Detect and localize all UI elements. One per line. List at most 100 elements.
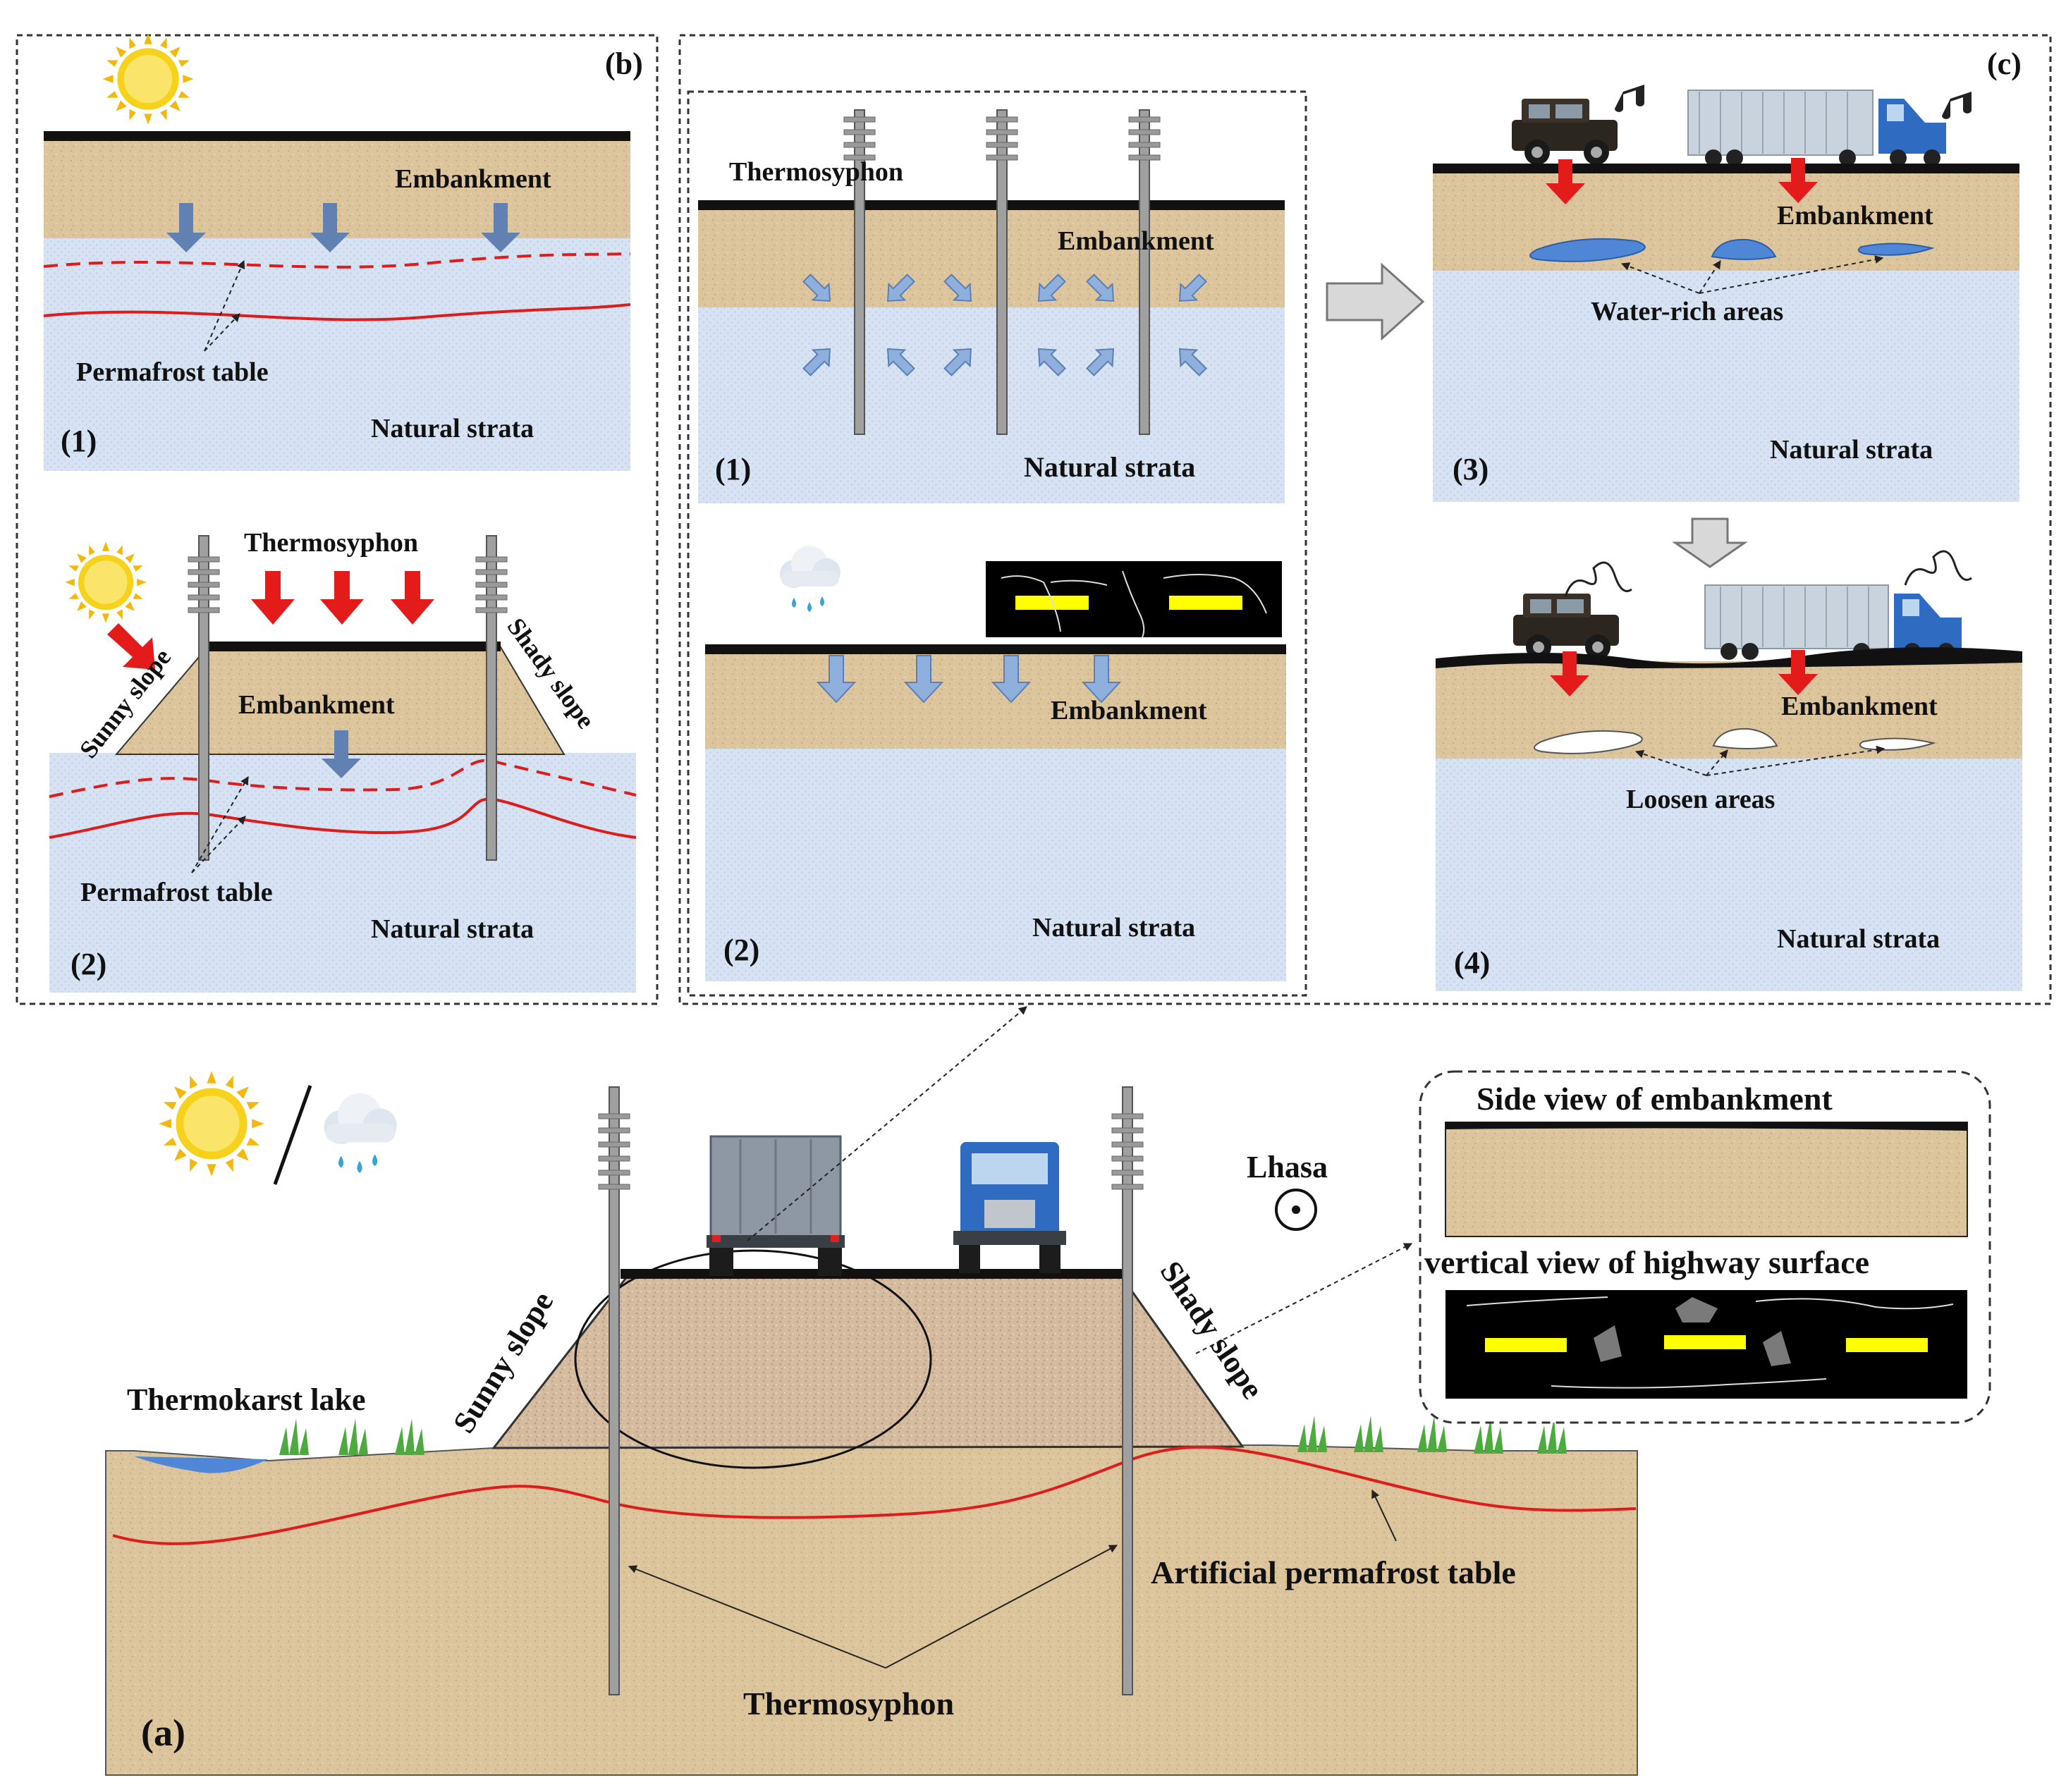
thermokarst-lake-label: Thermokarst lake	[127, 1382, 366, 1417]
subfigure-number: (2)	[71, 947, 106, 981]
leader-line	[191, 775, 249, 873]
truck-icon	[953, 1142, 1066, 1273]
loosen-label: Loosen areas	[1626, 785, 1775, 814]
natural-strata-label: Natural strata	[1777, 924, 1940, 954]
leader-line	[628, 1565, 886, 1669]
side-view-embankment	[1445, 1122, 1968, 1237]
thermosyphon-label: Thermosyphon	[743, 1686, 954, 1722]
thermosyphon-label: Thermosyphon	[729, 157, 903, 187]
artificial-permafrost-line	[112, 1445, 1637, 1545]
natural-strata-label: Natural strata	[1032, 913, 1195, 943]
thermosyphon-icon	[1111, 1086, 1144, 1695]
embankment-label: Embankment	[395, 164, 551, 194]
embankment-label: Embankment	[1777, 201, 1933, 231]
permafrost-table-label: Permafrost table	[76, 357, 269, 387]
leader-line	[204, 259, 245, 352]
panel-c-frame	[678, 34, 2052, 1005]
panel-c-tag: (c)	[1987, 47, 2022, 81]
original-permafrost-line	[43, 252, 631, 269]
water-rich-label: Water-rich areas	[1591, 297, 1783, 326]
lane-mark	[1169, 596, 1242, 610]
embankment-label: Embankment	[1781, 692, 1938, 721]
strata-layer	[1436, 759, 2022, 991]
subfigure-number: (4)	[1454, 945, 1490, 980]
lane-mark	[1664, 1335, 1746, 1349]
original-permafrost-line	[49, 759, 637, 798]
side-view-label: Side view of embankment	[1477, 1081, 1833, 1117]
panel-b2: Thermosyphon Embankment Sunny slope Shad…	[49, 528, 637, 993]
sun-icon	[102, 33, 194, 125]
pothole-marks	[1594, 1297, 1791, 1366]
road-surface	[705, 644, 1286, 654]
natural-strata-label: Natural strata	[371, 414, 534, 443]
subfigure-number: (2)	[723, 933, 759, 967]
natural-strata-label: Natural strata	[1770, 435, 1933, 465]
lane-mark	[1485, 1338, 1567, 1352]
infiltration-arrows	[816, 655, 1122, 704]
thermosyphon-icon	[1128, 109, 1161, 435]
vibration-marks	[1564, 550, 1972, 597]
artificial-permafrost-label: Artificial permafrost table	[1151, 1554, 1516, 1590]
music-note-icon	[1615, 85, 1644, 112]
leader-line	[191, 816, 246, 873]
grey-arrow-icon	[1326, 262, 1425, 341]
panel-a-tag: (a)	[141, 1712, 185, 1754]
panel-c4: Embankment Loosen areas Natural strata (…	[1436, 550, 2022, 991]
focus-ellipse	[574, 1249, 932, 1469]
jeep-icon	[1512, 99, 1618, 165]
natural-strata-label: Natural strata	[371, 914, 534, 944]
thermosyphon-icon	[843, 109, 876, 435]
vertical-view-label: vertical view of highway surface	[1424, 1244, 1869, 1280]
permafrost-table-label: Permafrost table	[80, 878, 273, 907]
panel-c3: Embankment Water-rich areas Natural stra…	[1433, 85, 2019, 502]
traffic-load-arrows	[1546, 158, 1818, 204]
embankment-label: Embankment	[238, 690, 395, 720]
road-cracks	[1001, 570, 1267, 638]
leader-lines	[1620, 255, 1884, 294]
subfigure-number: (1)	[61, 424, 97, 458]
strata-layer	[1433, 271, 2019, 502]
side-view-road	[1445, 1122, 1967, 1131]
panel-b: (b) Embankment Permafrost table Natural …	[16, 33, 659, 1005]
natural-strata-label: Natural strata	[1024, 451, 1195, 483]
leader-line	[885, 1545, 1118, 1669]
rain-cloud-icon	[324, 1093, 397, 1173]
music-note-icon	[1942, 92, 1972, 119]
panel-b-frame	[16, 34, 659, 1005]
road-surface	[1433, 164, 2019, 173]
settlement-arrow	[322, 730, 361, 778]
sun-icon	[159, 1071, 264, 1177]
truck-icon	[707, 1135, 845, 1276]
leader-line	[1195, 1243, 1413, 1354]
permafrost-table-line	[43, 303, 631, 321]
divider-slash	[273, 1085, 312, 1185]
embankment-label: Embankment	[1058, 226, 1214, 256]
panel-b1: Embankment Permafrost table Natural stra…	[43, 33, 631, 471]
deformed-road-surface	[1436, 647, 2022, 668]
traffic-load-arrows	[1550, 650, 1818, 696]
panel-b-tag: (b)	[605, 47, 643, 81]
settlement-arrows	[166, 203, 520, 252]
embankment-layer	[705, 651, 1286, 750]
jeep-icon	[1513, 594, 1619, 660]
panel-c2: Embankment Natural strata (2)	[705, 546, 1286, 981]
thermosyphon-icon	[986, 109, 1018, 435]
strata-layer	[49, 753, 636, 993]
leader-line	[1371, 1489, 1397, 1542]
rain-cloud-icon	[780, 546, 841, 612]
thermosyphon-label: Thermosyphon	[244, 528, 418, 558]
embankment-label: Embankment	[1051, 696, 1207, 725]
heat-arrows	[107, 571, 434, 670]
thermokarst-lake	[134, 1456, 268, 1473]
heat-flow-arrows	[802, 274, 1207, 376]
embankment-layer	[698, 206, 1285, 309]
thermosyphon-icon	[598, 1086, 630, 1695]
permafrost-table-line	[49, 797, 637, 839]
lane-mark	[1846, 1338, 1928, 1352]
grey-arrow-icon	[1672, 517, 1748, 568]
subfigure-number: (3)	[1453, 452, 1489, 486]
leader-line	[747, 1006, 1027, 1241]
road-surface	[44, 131, 630, 141]
road-surface	[207, 642, 501, 651]
